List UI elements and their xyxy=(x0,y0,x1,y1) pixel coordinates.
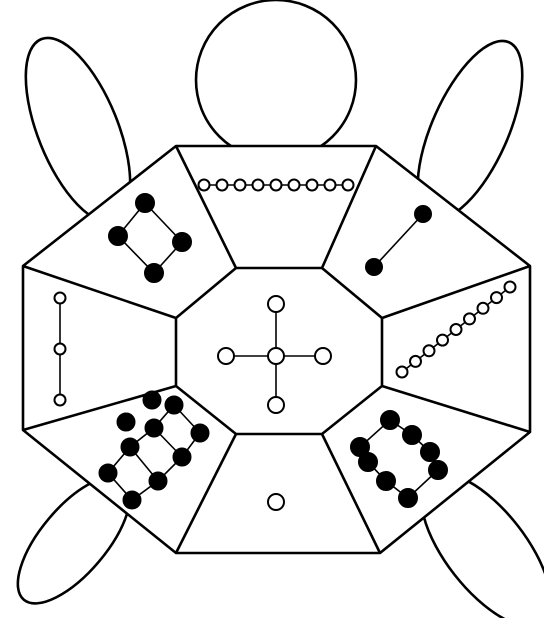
filled-dot xyxy=(366,259,382,275)
open-dot xyxy=(325,180,336,191)
open-dot xyxy=(451,324,462,335)
filled-dot xyxy=(145,264,163,282)
open-dot xyxy=(268,397,284,413)
open-dot xyxy=(464,313,475,324)
filled-dot xyxy=(146,420,163,437)
section-bottom-dots xyxy=(268,494,284,510)
open-dot xyxy=(437,335,448,346)
filled-dot xyxy=(399,489,417,507)
filled-dot xyxy=(144,392,161,409)
open-dot xyxy=(235,180,246,191)
open-dot xyxy=(55,344,66,355)
open-dot xyxy=(218,348,234,364)
open-dot xyxy=(315,348,331,364)
filled-dot xyxy=(173,233,191,251)
open-dot xyxy=(307,180,318,191)
filled-dot xyxy=(100,465,117,482)
filled-dot xyxy=(381,411,399,429)
filled-dot xyxy=(150,473,167,490)
filled-dot xyxy=(421,443,439,461)
open-dot xyxy=(253,180,264,191)
filled-dot xyxy=(136,194,154,212)
open-dot xyxy=(410,356,421,367)
filled-dot xyxy=(124,492,141,509)
filled-dot xyxy=(122,439,139,456)
filled-dot xyxy=(109,227,127,245)
open-dot xyxy=(491,292,502,303)
open-dot xyxy=(505,282,516,293)
filled-dot xyxy=(403,426,421,444)
filled-dot xyxy=(118,414,135,431)
filled-dot xyxy=(377,472,395,490)
open-dot xyxy=(268,494,284,510)
filled-dot xyxy=(166,397,183,414)
filled-dot xyxy=(429,461,447,479)
open-dot xyxy=(199,180,210,191)
open-dot xyxy=(424,345,435,356)
open-dot xyxy=(268,348,284,364)
open-dot xyxy=(397,367,408,378)
turtle-head xyxy=(196,0,356,160)
open-dot xyxy=(343,180,354,191)
section-top-dots xyxy=(199,180,354,191)
open-dot xyxy=(55,293,66,304)
open-dot xyxy=(271,180,282,191)
open-dot xyxy=(478,303,489,314)
filled-dot xyxy=(415,206,431,222)
filled-dot xyxy=(192,425,209,442)
open-dot xyxy=(289,180,300,191)
open-dot xyxy=(55,395,66,406)
open-dot xyxy=(217,180,228,191)
filled-dot xyxy=(351,438,369,456)
filled-dot xyxy=(174,449,191,466)
open-dot xyxy=(268,296,284,312)
